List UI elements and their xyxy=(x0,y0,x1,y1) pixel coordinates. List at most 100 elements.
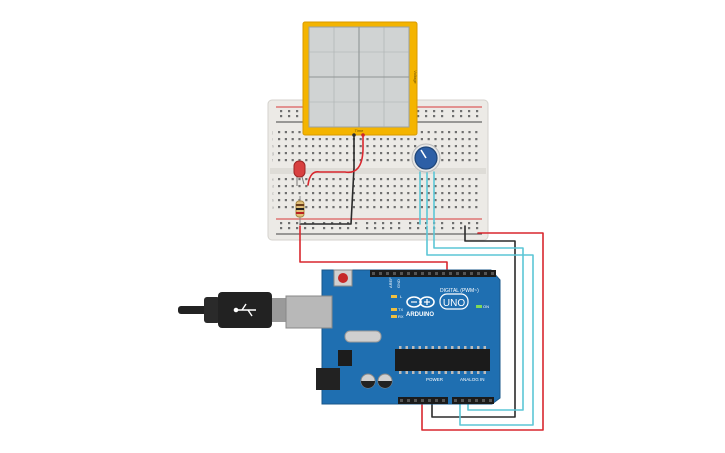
breadboard-hole[interactable] xyxy=(454,192,457,195)
breadboard-hole[interactable] xyxy=(427,199,430,202)
breadboard-hole[interactable] xyxy=(448,185,451,188)
breadboard-hole[interactable] xyxy=(355,222,358,225)
breadboard-hole[interactable] xyxy=(461,178,464,181)
breadboard-hole[interactable] xyxy=(305,152,308,155)
breadboard-hole[interactable] xyxy=(288,222,291,225)
breadboard-hole[interactable] xyxy=(339,192,342,195)
breadboard-hole[interactable] xyxy=(323,227,326,230)
breadboard-hole[interactable] xyxy=(339,199,342,202)
breadboard-hole[interactable] xyxy=(305,199,308,202)
breadboard-hole[interactable] xyxy=(414,178,417,181)
arduino-digital-pin[interactable] xyxy=(372,272,375,275)
breadboard-hole[interactable] xyxy=(407,206,410,209)
breadboard-hole[interactable] xyxy=(393,159,396,162)
breadboard-hole[interactable] xyxy=(325,185,328,188)
breadboard-hole[interactable] xyxy=(278,178,281,181)
breadboard-hole[interactable] xyxy=(475,206,478,209)
breadboard-hole[interactable] xyxy=(339,178,342,181)
breadboard-hole[interactable] xyxy=(312,206,315,209)
breadboard-hole[interactable] xyxy=(454,131,457,134)
breadboard-hole[interactable] xyxy=(386,178,389,181)
breadboard-hole[interactable] xyxy=(414,185,417,188)
breadboard-hole[interactable] xyxy=(434,138,437,141)
breadboard-hole[interactable] xyxy=(417,222,420,225)
breadboard-hole[interactable] xyxy=(417,115,420,118)
breadboard-hole[interactable] xyxy=(312,138,315,141)
breadboard-hole[interactable] xyxy=(284,178,287,181)
breadboard-hole[interactable] xyxy=(441,199,444,202)
arduino-analog-header[interactable] xyxy=(452,397,494,404)
breadboard-hole[interactable] xyxy=(454,185,457,188)
resistor[interactable] xyxy=(295,196,305,224)
breadboard-hole[interactable] xyxy=(420,178,423,181)
breadboard-hole[interactable] xyxy=(339,206,342,209)
breadboard-hole[interactable] xyxy=(359,159,362,162)
breadboard-hole[interactable] xyxy=(425,110,428,113)
breadboard-hole[interactable] xyxy=(347,222,350,225)
breadboard-hole[interactable] xyxy=(420,206,423,209)
breadboard-hole[interactable] xyxy=(460,227,463,230)
breadboard-hole[interactable] xyxy=(420,138,423,141)
breadboard-hole[interactable] xyxy=(359,199,362,202)
breadboard-hole[interactable] xyxy=(441,145,444,148)
breadboard-hole[interactable] xyxy=(407,185,410,188)
breadboard-hole[interactable] xyxy=(288,115,291,118)
breadboard-hole[interactable] xyxy=(393,192,396,195)
wire-ground-return[interactable] xyxy=(431,225,516,418)
breadboard-hole[interactable] xyxy=(332,192,335,195)
breadboard-hole[interactable] xyxy=(380,159,383,162)
arduino-digital-pin[interactable] xyxy=(442,272,445,275)
breadboard-hole[interactable] xyxy=(400,185,403,188)
arduino-header-pin[interactable] xyxy=(461,399,464,402)
breadboard-hole[interactable] xyxy=(339,227,342,230)
breadboard-hole[interactable] xyxy=(298,152,301,155)
breadboard-hole[interactable] xyxy=(318,199,321,202)
breadboard-hole[interactable] xyxy=(296,222,299,225)
breadboard-hole[interactable] xyxy=(312,178,315,181)
breadboard-hole[interactable] xyxy=(407,138,410,141)
breadboard-hole[interactable] xyxy=(373,206,376,209)
breadboard-hole[interactable] xyxy=(359,152,362,155)
breadboard-hole[interactable] xyxy=(373,199,376,202)
breadboard-hole[interactable] xyxy=(461,206,464,209)
breadboard-hole[interactable] xyxy=(346,206,349,209)
breadboard-hole[interactable] xyxy=(425,222,428,225)
breadboard-hole[interactable] xyxy=(298,159,301,162)
breadboard-hole[interactable] xyxy=(441,178,444,181)
arduino-header-pin[interactable] xyxy=(421,399,424,402)
breadboard-hole[interactable] xyxy=(291,192,294,195)
breadboard-hole[interactable] xyxy=(380,145,383,148)
breadboard-hole[interactable] xyxy=(460,115,463,118)
breadboard-hole[interactable] xyxy=(312,192,315,195)
breadboard-hole[interactable] xyxy=(339,145,342,148)
breadboard-hole[interactable] xyxy=(305,159,308,162)
breadboard-hole[interactable] xyxy=(284,145,287,148)
breadboard-hole[interactable] xyxy=(380,192,383,195)
breadboard-hole[interactable] xyxy=(332,159,335,162)
breadboard-hole[interactable] xyxy=(366,178,369,181)
breadboard-hole[interactable] xyxy=(312,159,315,162)
breadboard-hole[interactable] xyxy=(409,222,412,225)
breadboard-hole[interactable] xyxy=(461,131,464,134)
breadboard-hole[interactable] xyxy=(278,131,281,134)
arduino-digital-pin[interactable] xyxy=(463,272,466,275)
breadboard-hole[interactable] xyxy=(296,110,299,113)
breadboard-hole[interactable] xyxy=(386,199,389,202)
arduino-bottom-pins[interactable] xyxy=(400,399,492,402)
breadboard-hole[interactable] xyxy=(280,110,283,113)
breadboard-hole[interactable] xyxy=(280,222,283,225)
breadboard-hole[interactable] xyxy=(373,178,376,181)
breadboard-hole[interactable] xyxy=(359,145,362,148)
breadboard-hole[interactable] xyxy=(332,138,335,141)
breadboard-hole[interactable] xyxy=(475,192,478,195)
breadboard-hole[interactable] xyxy=(452,227,455,230)
arduino-digital-pin[interactable] xyxy=(400,272,403,275)
arduino-header-pin[interactable] xyxy=(400,399,403,402)
arduino-digital-pin[interactable] xyxy=(414,272,417,275)
breadboard-hole[interactable] xyxy=(434,178,437,181)
breadboard-hole[interactable] xyxy=(346,138,349,141)
breadboard-hole[interactable] xyxy=(366,185,369,188)
breadboard-hole[interactable] xyxy=(325,206,328,209)
breadboard-hole[interactable] xyxy=(427,178,430,181)
breadboard-hole[interactable] xyxy=(288,227,291,230)
